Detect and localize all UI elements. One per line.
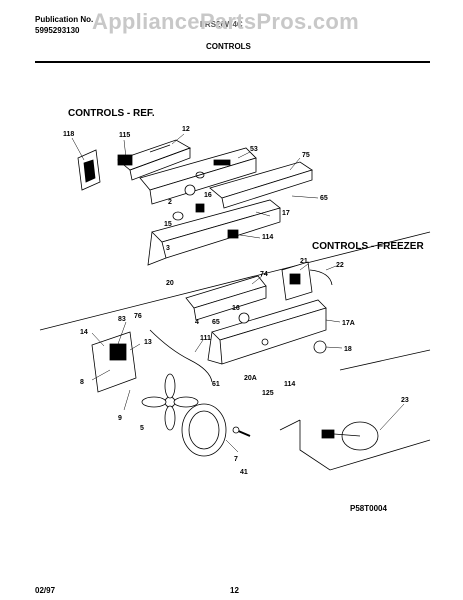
part-16-switch — [195, 203, 205, 213]
publication-label: Publication No. — [35, 15, 94, 24]
callout-65: 65 — [320, 195, 328, 202]
callout-74: 74 — [260, 271, 268, 278]
part-12-control-housing — [117, 139, 191, 181]
callout-9: 9 — [118, 415, 122, 422]
callout-17: 17 — [282, 210, 290, 217]
part-111-wire-harness — [149, 329, 213, 383]
callout-12: 12 — [182, 126, 190, 133]
part-2-knob — [184, 184, 196, 196]
callout-61: 61 — [212, 381, 220, 388]
part-74-shield — [185, 275, 267, 321]
callout-15: 15 — [164, 221, 172, 228]
callout-labels: 118 115 12 53 75 16 2 65 15 17 114 3 20 … — [63, 126, 409, 476]
model-code: FRS26W4C — [200, 20, 243, 29]
part-17-control-panel — [147, 199, 281, 266]
callout-125: 125 — [262, 390, 274, 397]
callout-53: 53 — [250, 146, 258, 153]
callout-5: 5 — [140, 425, 144, 432]
callout-20a: 20A — [244, 375, 257, 382]
header-rule — [35, 61, 430, 63]
callout-20: 20 — [166, 280, 174, 287]
part-17a-freezer-panel — [207, 299, 327, 365]
callout-114: 114 — [262, 234, 273, 241]
callout-65-freezer: 65 — [212, 319, 220, 326]
callout-16-freezer: 16 — [232, 305, 240, 312]
callout-41: 41 — [240, 469, 248, 476]
callout-18: 18 — [344, 346, 352, 353]
callout-7: 7 — [234, 456, 238, 463]
part-75-light-shield — [209, 161, 313, 209]
part-53-cover — [139, 147, 257, 205]
cabinet-edge-line — [39, 231, 431, 331]
part-5-fan-blade — [141, 373, 199, 431]
callout-3: 3 — [166, 245, 170, 252]
page-number: 12 — [230, 586, 239, 595]
callout-17a: 17A — [342, 320, 355, 327]
section-title-ref: CONTROLS - REF. — [68, 108, 155, 119]
part-13-fan-bracket — [91, 331, 137, 393]
callout-115: 115 — [119, 132, 130, 139]
callout-8: 8 — [80, 379, 84, 386]
drawing-code: P58T0004 — [350, 504, 387, 513]
page-title: CONTROLS — [206, 42, 251, 51]
callout-22: 22 — [336, 262, 344, 269]
part-18-knob — [313, 340, 327, 354]
callout-118: 118 — [63, 131, 74, 138]
part-21-damper-control — [281, 261, 333, 301]
part-23-thermostat — [321, 421, 379, 451]
section-title-freezer: CONTROLS - FREEZER — [312, 241, 424, 252]
callout-23: 23 — [401, 397, 409, 404]
callout-111: 111 — [200, 335, 211, 342]
callout-14: 14 — [80, 329, 88, 336]
callout-13: 13 — [144, 339, 152, 346]
part-15-lamp — [172, 211, 184, 221]
callout-114-freezer: 114 — [284, 381, 295, 388]
watermark: AppliancePartsPros.com — [92, 9, 360, 34]
callout-16: 16 — [204, 192, 212, 199]
callout-83: 83 — [118, 316, 126, 323]
cabinet-corner-outline — [299, 420, 431, 471]
cabinet-edge-line — [339, 349, 431, 371]
callout-76: 76 — [134, 313, 142, 320]
publication-number: 5995293130 — [35, 26, 80, 35]
callout-leaders — [71, 133, 405, 453]
part-7-fan-shroud — [181, 403, 227, 457]
footer-date: 02/97 — [35, 586, 56, 595]
part-118-bracket — [77, 149, 101, 191]
callout-2: 2 — [168, 199, 172, 206]
callout-21: 21 — [300, 258, 308, 265]
part-16-knob — [238, 312, 250, 324]
part-41-screw — [232, 426, 251, 437]
callout-75: 75 — [302, 152, 310, 159]
callout-4: 4 — [195, 319, 199, 326]
cabinet-edge-line — [279, 419, 301, 431]
